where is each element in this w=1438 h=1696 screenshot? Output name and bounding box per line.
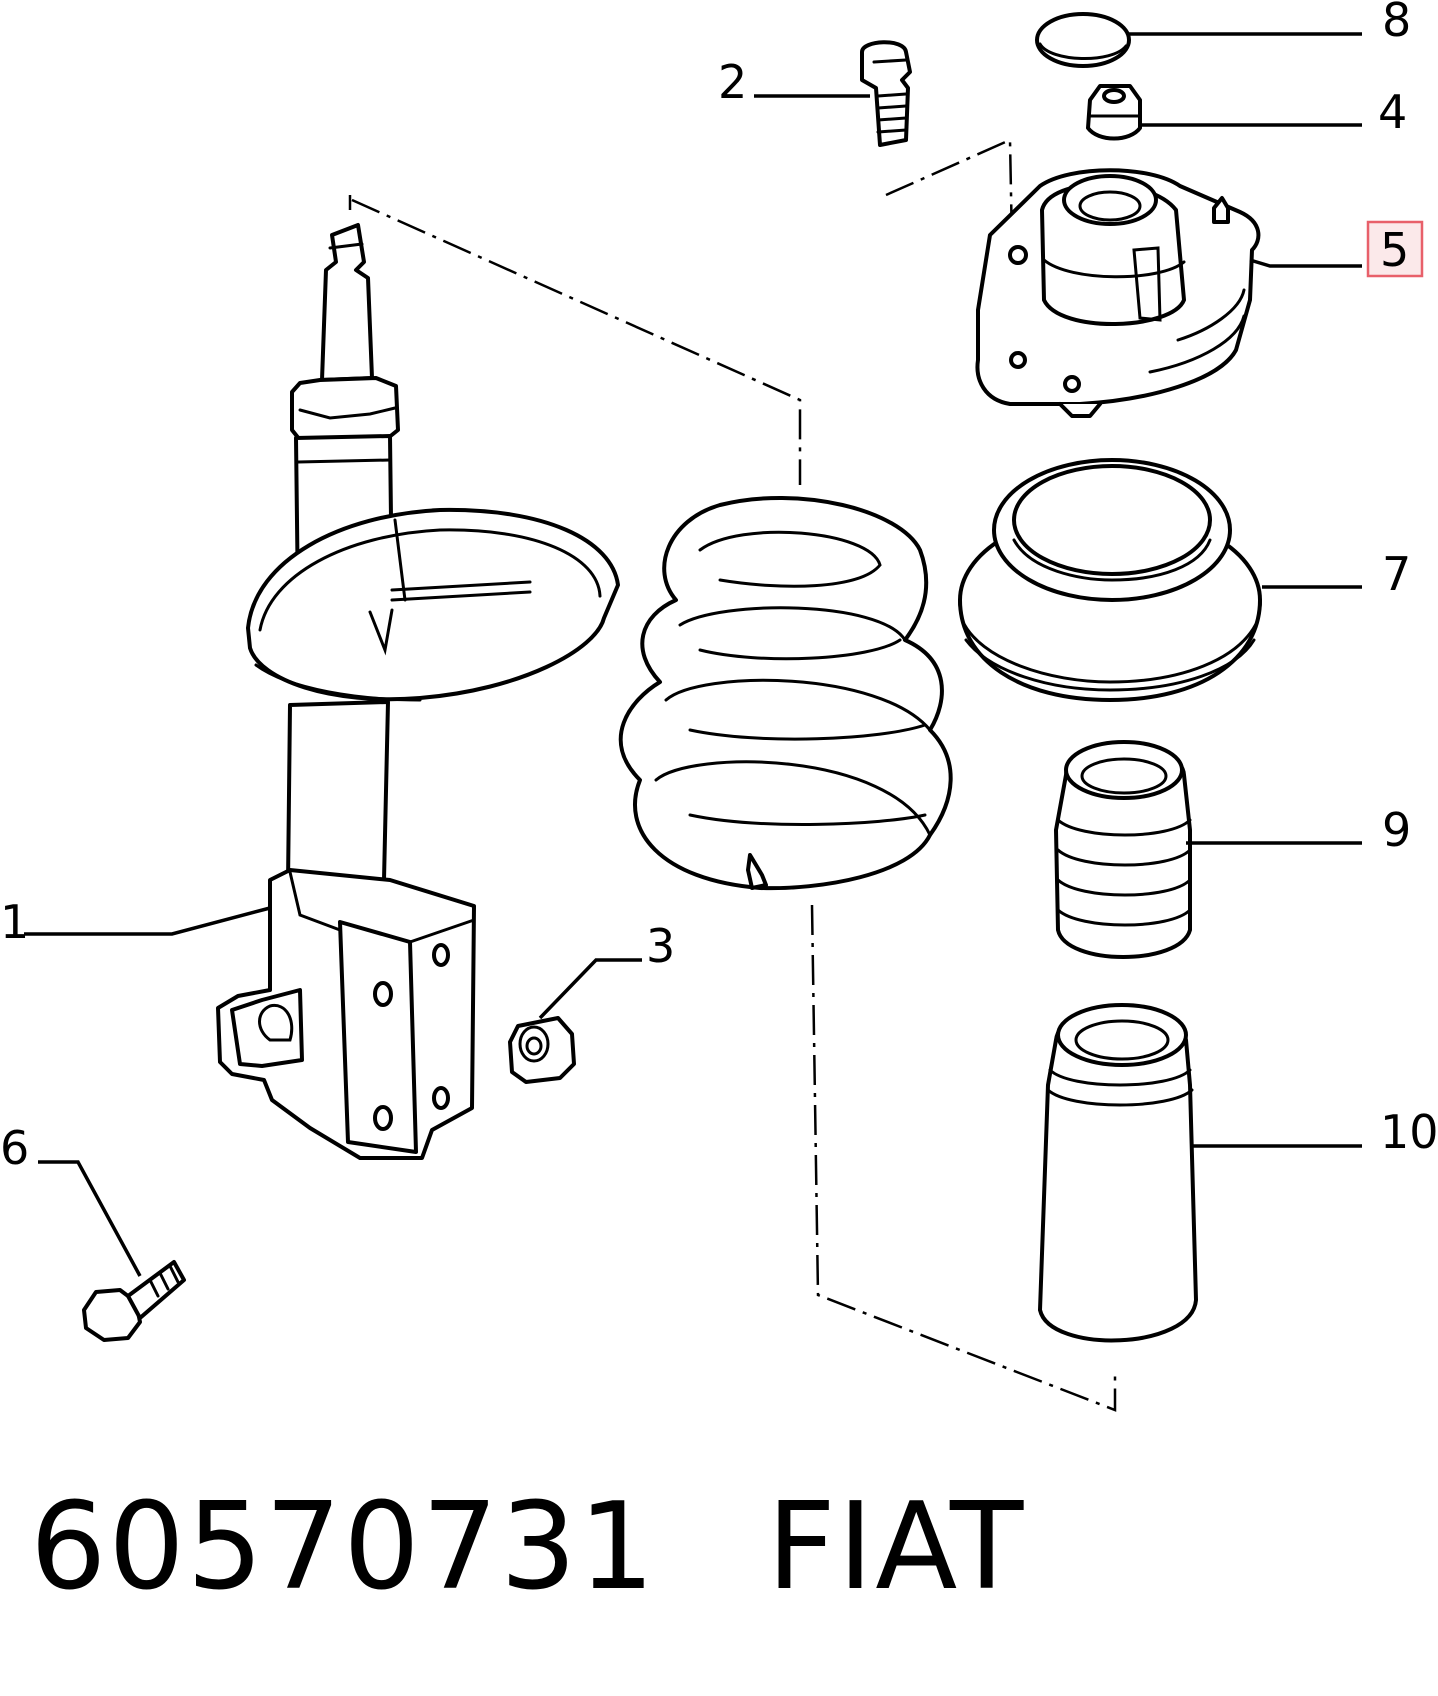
top-mount-part-5	[975, 168, 1261, 418]
highlight-box-callout-5	[1366, 220, 1424, 278]
bearing-part-7	[958, 458, 1262, 702]
callout-4: 4	[1378, 85, 1407, 139]
callout-3: 3	[646, 919, 675, 973]
brand-name: FIAT	[766, 1478, 1026, 1617]
callout-9: 9	[1382, 803, 1411, 857]
nut-part-3	[508, 1016, 576, 1084]
callout-7: 7	[1382, 547, 1411, 601]
callout-labels: 1 2 3 4 5 6 7 8 9 10	[0, 0, 1438, 1175]
assembly-guide-lines	[348, 138, 1117, 1412]
callout-5: 5	[1380, 223, 1409, 277]
leader-lines	[24, 32, 1362, 1277]
strut-assembly-part-1	[216, 223, 620, 1160]
bolt-part-2	[860, 40, 912, 147]
callout-10: 10	[1380, 1105, 1438, 1159]
dust-cap-part-8	[1035, 12, 1131, 68]
part-caption: 60570731 FIAT	[30, 1478, 1025, 1618]
part-number: 60570731	[30, 1478, 657, 1617]
callout-2: 2	[718, 55, 747, 109]
dust-boot-part-10	[1038, 1003, 1198, 1343]
bump-stop-part-9	[1054, 740, 1192, 959]
nut-part-4	[1086, 84, 1142, 141]
bolt-part-6	[82, 1260, 186, 1342]
coil-spring	[618, 495, 953, 891]
callout-1: 1	[0, 895, 29, 949]
callout-6: 6	[0, 1121, 29, 1175]
callout-8: 8	[1382, 0, 1411, 47]
